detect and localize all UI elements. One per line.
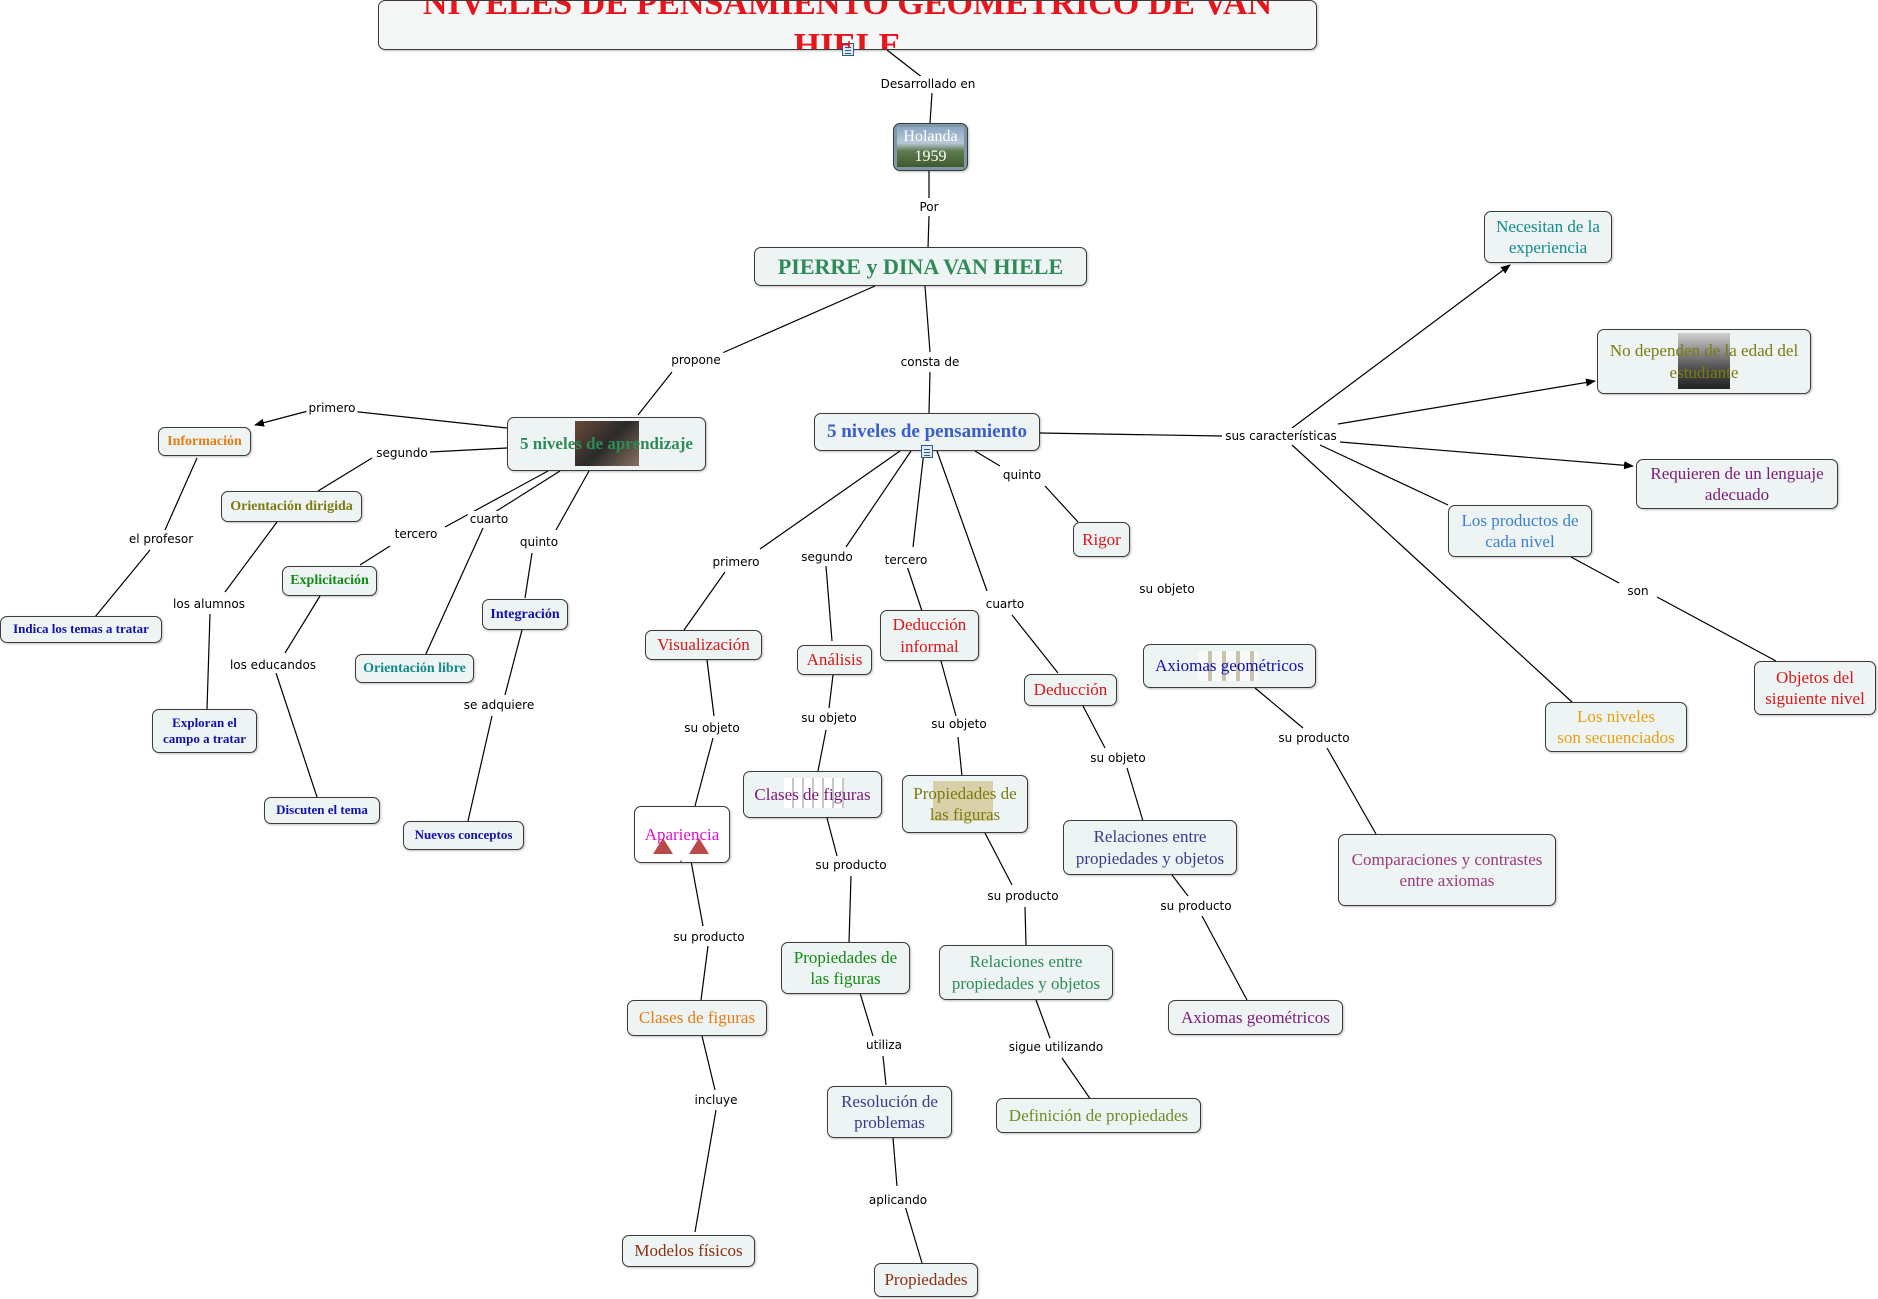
node-propiedades-figuras-objeto[interactable]: Propiedades de las figuras bbox=[902, 775, 1028, 833]
link-label: consta de bbox=[898, 354, 962, 370]
document-icon[interactable] bbox=[842, 43, 854, 56]
node-productos-nivel[interactable]: Los productos de cada nivel bbox=[1448, 505, 1592, 557]
link-label: quinto bbox=[517, 534, 561, 550]
node-apariencia[interactable]: Apariencia bbox=[634, 806, 730, 863]
portrait-image bbox=[1678, 333, 1730, 389]
link-label: su producto bbox=[671, 929, 747, 945]
link-label: su producto bbox=[813, 857, 889, 873]
node-clases-figuras-producto[interactable]: Clases de figuras bbox=[627, 1000, 767, 1036]
node-explicitacion[interactable]: Explicitación bbox=[282, 566, 377, 596]
node-orientacion-dirigida[interactable]: Orientación dirigida bbox=[221, 491, 362, 522]
node-informacion[interactable]: Información bbox=[158, 427, 251, 456]
figures-image bbox=[784, 778, 844, 808]
classroom-image bbox=[575, 421, 639, 466]
node-exploran[interactable]: Exploran el campo a tratar bbox=[152, 709, 257, 753]
link-label: segundo bbox=[799, 549, 855, 565]
node-indica-temas[interactable]: Indica los temas a tratar bbox=[0, 616, 162, 643]
link-label: su objeto bbox=[929, 716, 989, 732]
link-label: su objeto bbox=[799, 710, 859, 726]
link-label: quinto bbox=[1000, 467, 1044, 483]
node-visualizacion[interactable]: Visualización bbox=[645, 630, 762, 660]
node-5-niveles-aprendizaje[interactable]: 5 niveles de aprendizaje bbox=[507, 417, 706, 471]
node-objetos-siguiente-nivel[interactable]: Objetos del siguiente nivel bbox=[1754, 661, 1876, 715]
properties-image bbox=[933, 781, 993, 821]
link-label: primero bbox=[306, 400, 358, 416]
link-label: su objeto bbox=[1137, 581, 1197, 597]
node-no-dependen-edad[interactable]: No dependen de la edad del estudiante bbox=[1597, 329, 1811, 394]
link-label: los alumnos bbox=[171, 596, 247, 612]
link-label: su producto bbox=[1158, 898, 1234, 914]
link-label: primero bbox=[710, 554, 762, 570]
node-modelos-fisicos[interactable]: Modelos físicos bbox=[622, 1235, 755, 1267]
link-label: Por bbox=[917, 199, 941, 215]
node-deduccion[interactable]: Deducción bbox=[1024, 674, 1117, 706]
link-label: los educandos bbox=[227, 657, 319, 673]
node-nuevos-conceptos[interactable]: Nuevos conceptos bbox=[403, 821, 524, 850]
link-label: cuarto bbox=[983, 596, 1027, 612]
node-comparaciones[interactable]: Comparaciones y contrastes entre axiomas bbox=[1338, 834, 1556, 906]
link-label: propone bbox=[669, 352, 723, 368]
link-label: cuarto bbox=[467, 511, 511, 527]
node-propiedades-figuras-producto[interactable]: Propiedades de las figuras bbox=[781, 942, 910, 994]
node-axiomas-producto[interactable]: Axiomas geométricos bbox=[1168, 1000, 1343, 1035]
node-resolucion-problemas[interactable]: Resolución de problemas bbox=[827, 1086, 952, 1138]
node-relaciones-objeto[interactable]: Relaciones entre propiedades y objetos bbox=[1063, 820, 1237, 875]
link-label: incluye bbox=[692, 1092, 740, 1108]
page-title: NIVELES DE PENSAMIENTO GEOMÉTRICO DE VAN… bbox=[422, 0, 1273, 50]
node-deduccion-informal[interactable]: Deducción informal bbox=[880, 610, 979, 661]
landscape-image bbox=[897, 127, 964, 167]
node-discuten[interactable]: Discuten el tema bbox=[264, 797, 380, 824]
node-analisis[interactable]: Análisis bbox=[797, 645, 872, 675]
node-integracion[interactable]: Integración bbox=[482, 599, 568, 630]
link-label: su producto bbox=[1276, 730, 1352, 746]
document-icon[interactable] bbox=[921, 445, 933, 458]
node-orientacion-libre[interactable]: Orientación libre bbox=[355, 654, 474, 683]
node-holanda[interactable]: Holanda 1959 bbox=[893, 123, 968, 171]
node-autores[interactable]: PIERRE y DINA VAN HIELE bbox=[754, 247, 1087, 286]
link-label: tercero bbox=[392, 526, 440, 542]
figures-icons-image bbox=[1198, 651, 1258, 681]
node-rigor[interactable]: Rigor bbox=[1073, 522, 1130, 557]
node-axiomas-objeto[interactable]: Axiomas geométricos bbox=[1143, 644, 1316, 688]
node-relaciones-producto[interactable]: Relaciones entre propiedades y objetos bbox=[939, 945, 1113, 1000]
title-node[interactable]: NIVELES DE PENSAMIENTO GEOMÉTRICO DE VAN… bbox=[378, 0, 1317, 50]
link-label: utiliza bbox=[864, 1037, 904, 1053]
shapes-image bbox=[649, 811, 713, 862]
node-niveles-secuenciados[interactable]: Los niveles son secuenciados bbox=[1545, 702, 1687, 752]
node-necesitan-experiencia[interactable]: Necesitan de la experiencia bbox=[1484, 211, 1612, 263]
link-label: aplicando bbox=[866, 1192, 930, 1208]
link-label: su objeto bbox=[682, 720, 742, 736]
link-label: el profesor bbox=[126, 531, 196, 547]
node-requieren-lenguaje[interactable]: Requieren de un lenguaje adecuado bbox=[1636, 459, 1838, 509]
node-definicion-propiedades[interactable]: Definición de propiedades bbox=[996, 1098, 1201, 1133]
link-label: tercero bbox=[882, 552, 930, 568]
link-label: su objeto bbox=[1088, 750, 1148, 766]
link-label: sus características bbox=[1223, 428, 1339, 444]
link-label: sigue utilizando bbox=[1006, 1039, 1106, 1055]
node-clases-figuras-objeto[interactable]: Clases de figuras bbox=[743, 771, 882, 818]
node-5-niveles-pensamiento[interactable]: 5 niveles de pensamiento bbox=[814, 413, 1040, 451]
link-label: su producto bbox=[985, 888, 1061, 904]
link-label: son bbox=[1625, 583, 1651, 599]
link-label: segundo bbox=[374, 445, 430, 461]
node-propiedades[interactable]: Propiedades bbox=[874, 1263, 978, 1297]
link-label: se adquiere bbox=[461, 697, 537, 713]
link-label: Desarrollado en bbox=[878, 76, 978, 92]
